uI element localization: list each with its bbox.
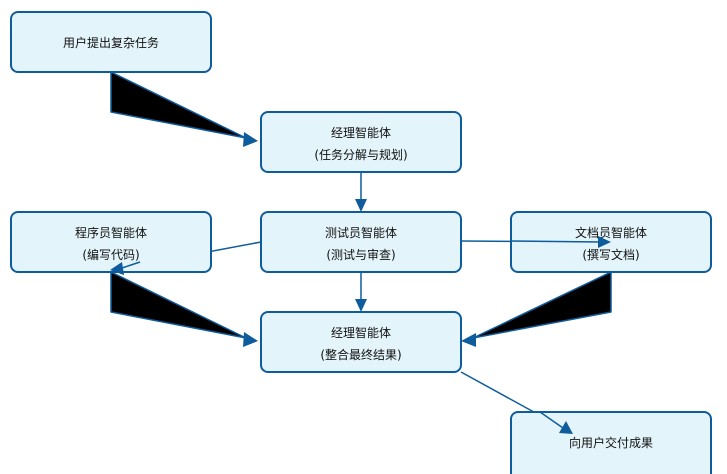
node-manager-integrate: 经理智能体 (整合最终结果) — [260, 311, 462, 373]
node-manager-plan: 经理智能体 (任务分解与规划) — [260, 111, 462, 173]
node-programmer-title: 程序员智能体 — [75, 225, 147, 240]
node-deliver-label: 向用户交付成果 — [569, 435, 653, 450]
edge-programmer-to-manager-integrate — [110, 271, 258, 347]
node-programmer: 程序员智能体 (编写代码) — [10, 211, 212, 273]
node-manager-integrate-subtitle: (整合最终结果) — [320, 347, 401, 362]
edge-tester-to-manager-integrate — [355, 272, 367, 312]
node-programmer-subtitle: (编写代码) — [82, 247, 139, 262]
node-manager-plan-title: 经理智能体 — [331, 125, 391, 140]
edge-manager-plan-to-tester — [355, 172, 367, 212]
node-manager-plan-subtitle: (任务分解与规划) — [314, 147, 407, 162]
node-user-task-label: 用户提出复杂任务 — [63, 35, 159, 50]
node-writer-subtitle: (撰写文档) — [582, 247, 639, 262]
edge-user-task-to-manager-plan — [110, 71, 258, 147]
node-user-task: 用户提出复杂任务 — [10, 11, 212, 73]
edge-writer-to-manager-integrate — [461, 271, 612, 347]
node-manager-integrate-title: 经理智能体 — [331, 325, 391, 340]
node-writer-title: 文档员智能体 — [575, 225, 647, 240]
edge-overlays — [110, 236, 611, 434]
node-tester-subtitle: (测试与审查) — [326, 247, 395, 262]
node-tester: 测试员智能体 (测试与审查) — [260, 211, 462, 273]
edges — [110, 71, 612, 434]
node-tester-title: 测试员智能体 — [325, 225, 397, 240]
node-deliver: 向用户交付成果 — [510, 411, 712, 474]
